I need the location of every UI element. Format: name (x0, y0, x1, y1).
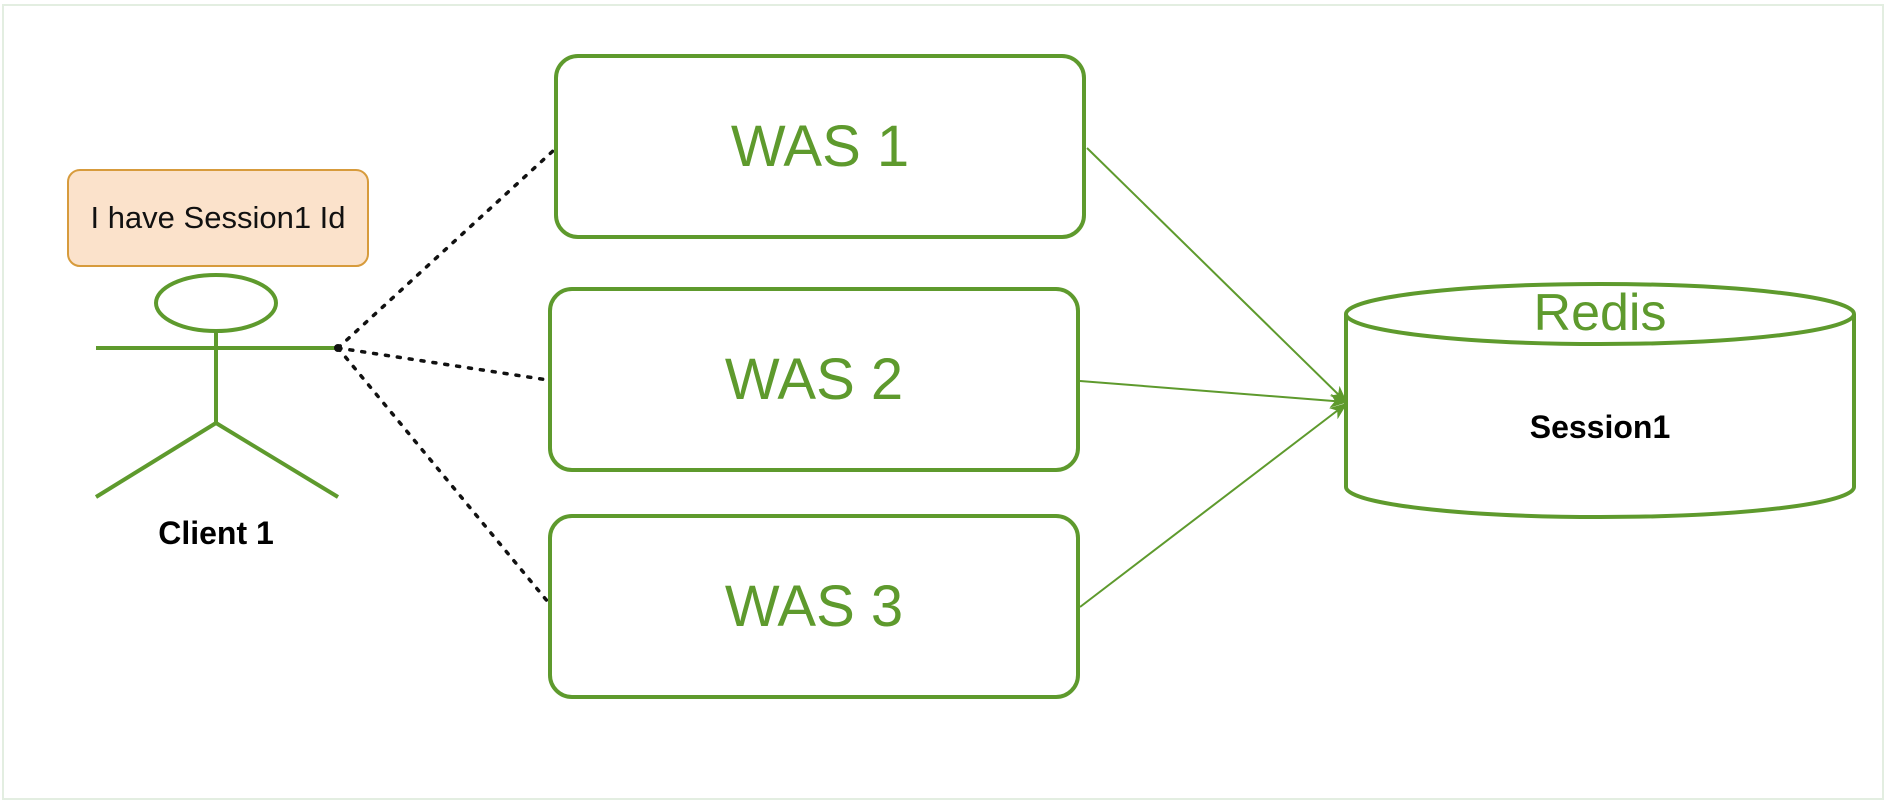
redis-title: Redis (1533, 284, 1667, 342)
client-to-was2-connector (336, 346, 550, 382)
was2-box (548, 287, 1080, 472)
was1-label: WAS 1 (730, 114, 910, 179)
was3-to-redis-arrow (1079, 402, 1348, 608)
cylinder-top (1344, 282, 1856, 346)
actor-right-leg (214, 421, 340, 499)
client-to-was3-connector (336, 346, 550, 604)
was1-box (554, 54, 1086, 239)
cylinder-body (1344, 314, 1856, 519)
client-to-was1-connector (336, 148, 556, 350)
client-connection-point (334, 344, 342, 352)
note-box (67, 169, 369, 267)
was2-to-redis-arrow (1079, 380, 1348, 408)
client-label: Client 1 (158, 514, 274, 551)
actor-left-leg (94, 421, 218, 499)
actor-head (154, 273, 278, 333)
was2-label: WAS 2 (724, 347, 904, 412)
diagram-frame (2, 4, 1884, 800)
client-connections (336, 148, 556, 604)
session-entry: Session1 (1529, 408, 1671, 445)
was3-label: WAS 3 (724, 574, 904, 639)
actor-icon (94, 273, 340, 499)
was1-to-redis-arrow (1086, 147, 1348, 404)
was3-box (548, 514, 1080, 699)
database-cylinder-icon (1344, 282, 1856, 519)
server-to-store-arrows (1079, 147, 1348, 608)
note-text: I have Session1 Id (90, 200, 346, 235)
